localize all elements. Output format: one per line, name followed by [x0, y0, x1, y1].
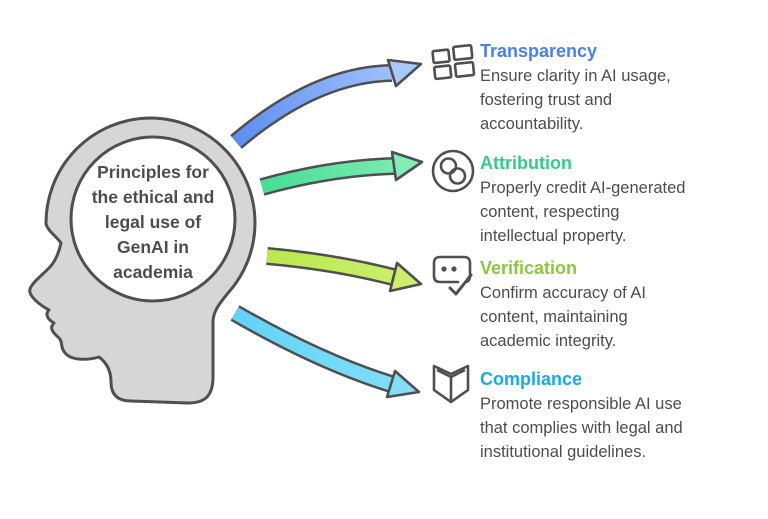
item-desc-line: Confirm accuracy of AI — [480, 284, 646, 302]
head-label: Principles for the ethical and legal use… — [73, 160, 233, 285]
item-desc-line: intellectual property. — [480, 227, 627, 245]
head-label-line: the ethical and — [91, 187, 215, 207]
item-desc-line: content, maintaining — [480, 308, 628, 326]
item-attribution: Attribution Properly credit AI-generated… — [480, 152, 685, 248]
item-desc-line: institutional guidelines. — [480, 443, 647, 461]
arrow-transparency — [230, 58, 423, 149]
item-title: Attribution — [480, 153, 572, 173]
open-book-icon — [427, 359, 475, 409]
arrow-attribution — [259, 150, 424, 196]
item-transparency: Transparency Ensure clarity in AI usage,… — [480, 40, 671, 136]
head-label-line: academia — [113, 262, 193, 282]
item-desc-line: Promote responsible AI use — [480, 395, 682, 413]
arrow-compliance — [230, 305, 421, 399]
item-desc-line: academic integrity. — [480, 332, 617, 350]
head-label-line: Principles for — [97, 162, 209, 182]
item-desc-line: that complies with legal and — [480, 419, 683, 437]
chat-check-icon — [429, 252, 479, 302]
item-desc-line: Properly credit AI-generated — [480, 179, 686, 197]
item-compliance: Compliance Promote responsible AI use th… — [480, 368, 683, 464]
item-title: Verification — [480, 258, 578, 278]
item-title: Transparency — [480, 41, 598, 61]
item-title: Compliance — [480, 369, 583, 389]
linked-rings-icon — [428, 146, 478, 196]
grid-windows-icon — [430, 41, 478, 89]
arrow-verification — [266, 247, 423, 293]
head-inner-circle — [69, 135, 237, 303]
item-desc-line: content, respecting — [480, 203, 620, 221]
head-label-line: legal use of — [104, 212, 202, 232]
head-label-line: GenAI in — [117, 237, 189, 257]
item-verification: Verification Confirm accuracy of AI cont… — [480, 257, 646, 353]
item-desc-line: Ensure clarity in AI usage, — [480, 67, 671, 85]
item-desc-line: accountability. — [480, 115, 584, 133]
item-desc-line: fostering trust and — [480, 91, 613, 109]
